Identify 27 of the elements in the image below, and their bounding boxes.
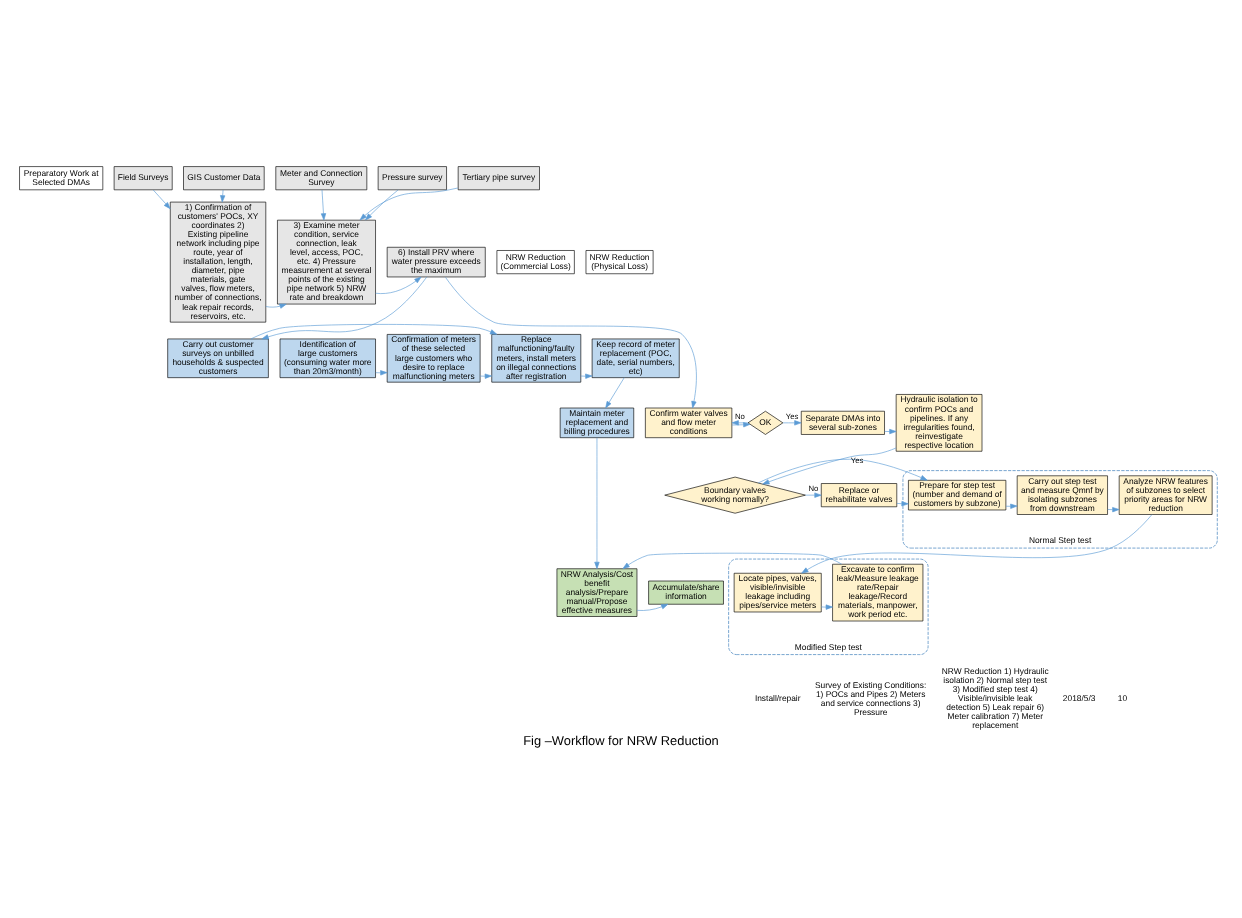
arrow xyxy=(622,552,842,569)
arrow xyxy=(896,501,909,507)
arrow xyxy=(580,373,593,379)
arrow xyxy=(805,492,822,498)
arrow xyxy=(261,276,428,340)
arrow xyxy=(359,187,459,221)
arrow xyxy=(250,324,498,340)
arrow xyxy=(445,276,697,409)
arrow xyxy=(820,604,833,610)
arrow xyxy=(757,458,928,484)
arrow xyxy=(220,189,226,203)
arrow xyxy=(375,276,422,294)
arrow xyxy=(320,189,327,221)
arrow xyxy=(605,377,625,409)
arrow xyxy=(265,303,287,309)
arrow xyxy=(1107,507,1120,513)
arrow xyxy=(762,447,897,485)
arrow xyxy=(782,420,802,426)
arrow xyxy=(636,603,669,611)
arrow xyxy=(884,428,897,435)
arrow xyxy=(375,370,388,376)
arrow xyxy=(1005,503,1018,509)
arrow xyxy=(594,437,600,569)
arrow xyxy=(801,514,1153,574)
arrow xyxy=(365,189,399,221)
arrow xyxy=(479,373,492,379)
arrow xyxy=(152,189,171,209)
